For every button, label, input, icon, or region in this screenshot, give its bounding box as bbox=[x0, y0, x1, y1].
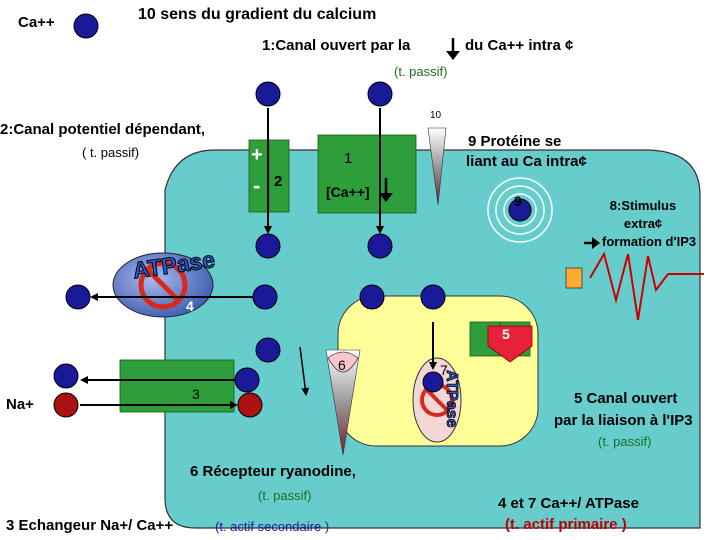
label-8-line1: 8:Stimulus bbox=[609, 198, 677, 213]
channel-1-number: 1 bbox=[344, 150, 353, 167]
ion-ca-icon bbox=[255, 81, 281, 107]
badge-5 bbox=[487, 325, 533, 363]
ion-ca-icon bbox=[508, 198, 532, 222]
label-canal-ouvert-note: (t. passif) bbox=[394, 64, 448, 79]
ion-ca-icon bbox=[359, 284, 385, 310]
label-10: 10 bbox=[430, 110, 442, 121]
ion-ca-icon bbox=[252, 284, 278, 310]
channel-1 bbox=[317, 134, 417, 214]
ion-na-icon bbox=[237, 392, 263, 418]
ion-ca-icon bbox=[53, 363, 79, 389]
ion-ca-icon bbox=[73, 13, 99, 39]
channel-2-plus: + bbox=[251, 144, 263, 166]
label-8-line2: extra¢ bbox=[623, 216, 663, 231]
exchanger-3-number: 3 bbox=[192, 386, 200, 402]
label-47-line2: (t. actif primaire ) bbox=[505, 516, 627, 533]
stimulus-zigzag-icon bbox=[589, 251, 704, 321]
label-6-desc: 6 Récepteur ryanodine, bbox=[190, 463, 356, 480]
ion-ca-icon bbox=[420, 284, 446, 310]
protein-9-number: 9 bbox=[514, 193, 522, 209]
label-47-line1: 4 et 7 Ca++/ ATPase bbox=[498, 495, 639, 512]
label-9-line1: 9 Protéine se bbox=[468, 133, 562, 150]
channel-2-minus: - bbox=[253, 173, 261, 198]
arrow-down-icon bbox=[446, 38, 460, 60]
legend-ca-label: Ca++ bbox=[18, 14, 55, 31]
gradient-cone-6 bbox=[325, 349, 361, 456]
label-canal-ouvert-suffix: du Ca++ intra ¢ bbox=[465, 37, 574, 54]
ca-intra-label: [Ca++] bbox=[326, 184, 370, 200]
ip3-receptor-square bbox=[565, 267, 583, 289]
ion-ca-icon bbox=[65, 284, 91, 310]
label-6-note: (t. passif) bbox=[258, 488, 312, 503]
label-canal-potentiel: 2:Canal potentiel dépendant, bbox=[0, 121, 206, 138]
atpase-label-4: ATPase bbox=[131, 246, 216, 283]
prohibited-icon bbox=[138, 260, 188, 310]
label-9-line2: liant au Ca intra¢ bbox=[466, 153, 587, 170]
gradient-cone-10 bbox=[427, 127, 447, 206]
ryanodine-6-number: 6 bbox=[338, 357, 346, 373]
label-5-line1: 5 Canal ouvert bbox=[574, 390, 678, 407]
label-5-line2: par la liaison à l'IP3 bbox=[554, 412, 693, 429]
exchanger-3 bbox=[119, 359, 235, 413]
ion-ca-icon bbox=[255, 233, 281, 259]
ion-ca-icon bbox=[367, 81, 393, 107]
label-5-note: (t. passif) bbox=[598, 434, 652, 449]
channel-2-number: 2 bbox=[274, 173, 283, 190]
diagram-title: 10 sens du gradient du calcium bbox=[138, 6, 377, 23]
pump-7-number: 7 bbox=[440, 362, 448, 378]
channel-5-number: 5 bbox=[502, 326, 510, 342]
ion-ca-icon bbox=[255, 337, 281, 363]
atpase-label-7: ATPase bbox=[443, 370, 460, 428]
label-3-desc: 3 Echangeur Na+/ Ca++ bbox=[6, 517, 174, 534]
ion-na-icon bbox=[53, 392, 79, 418]
arrow-right-icon bbox=[584, 237, 600, 249]
na-label: Na+ bbox=[6, 396, 34, 413]
label-3-note: (t. actif secondaire ) bbox=[215, 519, 330, 534]
label-canal-ouvert: 1:Canal ouvert par la bbox=[262, 37, 411, 54]
arrow-down-icon bbox=[379, 178, 393, 202]
badge-6 bbox=[327, 351, 359, 373]
ryanodine-arrow bbox=[299, 346, 310, 396]
calcium-binding-protein-icon bbox=[487, 177, 553, 243]
label-canal-potentiel-note: ( t. passif) bbox=[82, 145, 140, 160]
ion-ca-icon bbox=[234, 367, 260, 393]
ion-ca-icon bbox=[367, 233, 393, 259]
label-8-line3: formation d'IP3 bbox=[602, 234, 697, 249]
ion-ca-icon bbox=[422, 371, 444, 393]
pump-4-number: 4 bbox=[186, 298, 194, 314]
